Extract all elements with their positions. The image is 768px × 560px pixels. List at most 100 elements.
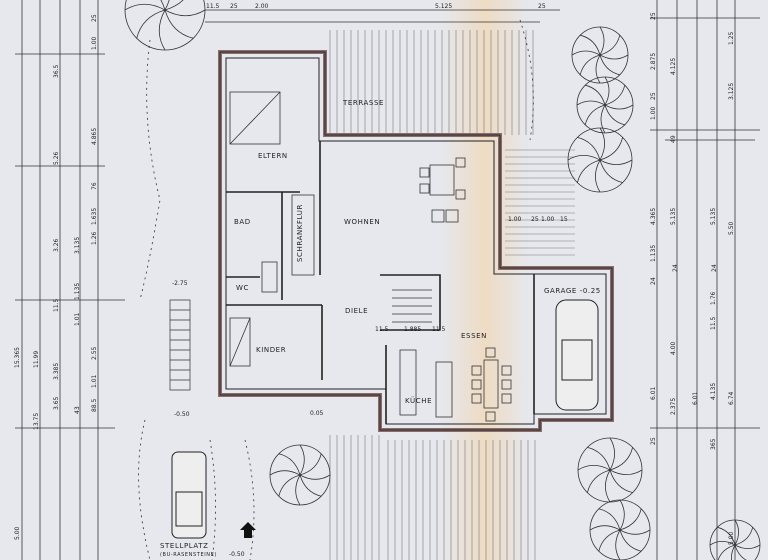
dimension-label: 1.135 <box>74 283 81 300</box>
label-stellplatz: STELLPLATZ <box>160 542 209 550</box>
dimension-label: 2.875 <box>650 53 657 70</box>
wardrobe <box>291 194 315 276</box>
dimension-label: 11.5 <box>375 326 389 333</box>
label-garage: GARAGE -0.25 <box>544 287 601 295</box>
dining-table <box>483 359 499 409</box>
hedge <box>139 39 161 301</box>
dimension-label: 4.135 <box>710 383 717 400</box>
dimension-label: 2.00 <box>255 3 269 10</box>
label-essen: ESSEN <box>461 332 487 340</box>
tree-icon <box>567 127 633 193</box>
furniture <box>229 91 512 422</box>
kitchen-counter <box>399 349 417 416</box>
dimension-lines <box>15 0 760 560</box>
bathtub <box>261 261 278 293</box>
label-schrankflur: SCHRANKFLUR <box>296 204 304 262</box>
vegetation <box>124 0 761 560</box>
dimension-label: 1.00 <box>541 216 555 223</box>
dimension-label: 1.135 <box>650 245 657 262</box>
dimension-label: 25 <box>650 92 657 100</box>
dimension-label: 4.865 <box>91 128 98 145</box>
level-entrance: -0.50 <box>229 551 245 558</box>
level-porch: 0.05 <box>310 410 324 417</box>
parking-car <box>171 451 207 539</box>
dimension-label: 5.135 <box>710 208 717 225</box>
dimension-label: 5.00 <box>728 531 735 545</box>
tree-icon <box>124 0 206 51</box>
bed-kinder <box>229 317 251 367</box>
tree-icon <box>571 26 629 84</box>
dimension-label: 1.00 <box>508 216 522 223</box>
label-bad: BAD <box>234 218 251 226</box>
tree-icon <box>576 76 634 134</box>
exterior-stairs <box>169 299 191 391</box>
dimension-label: 2.375 <box>670 398 677 415</box>
room-labels: ELTERN BAD SCHRANKFLUR WOHNEN WC DIELE K… <box>160 99 601 558</box>
label-wohnen: WOHNEN <box>344 218 380 226</box>
dimension-label: 6.74 <box>728 391 735 405</box>
dimension-label: 1.01 <box>74 312 81 326</box>
dimension-label: 11.5 <box>206 3 220 10</box>
dimension-label: 11.99 <box>33 351 40 368</box>
terrace-hatching <box>329 30 575 560</box>
label-terrasse: TERRASSE <box>342 99 384 107</box>
dimension-label: 3.65 <box>53 396 60 410</box>
label-diele: DIELE <box>345 307 368 315</box>
dimension-label: 3.26 <box>53 238 60 252</box>
hedge <box>209 439 216 560</box>
dimension-label: 1.76 <box>710 291 717 305</box>
label-eltern: ELTERN <box>258 152 288 160</box>
dimension-label: 2.55 <box>91 346 98 360</box>
dimension-label: 3.125 <box>728 83 735 100</box>
dimension-label: 6.01 <box>692 391 699 405</box>
label-kinder: KINDER <box>256 346 286 354</box>
dimension-label: 25 <box>91 14 98 22</box>
dimension-label: 3.135 <box>74 237 81 254</box>
dimension-label: 1.00 <box>91 36 98 50</box>
dimension-label: 5.00 <box>14 526 21 540</box>
dimension-label: 1.885 <box>404 326 421 333</box>
dimension-label: 11.5 <box>432 326 446 333</box>
dimension-label: 1.00 <box>650 106 657 120</box>
dimension-label: 3.385 <box>53 363 60 380</box>
dimension-label: 4.125 <box>670 58 677 75</box>
dimension-label: 88.5 <box>91 398 98 412</box>
dimension-label: 13.75 <box>33 413 40 430</box>
dimension-label: 25 <box>650 12 657 20</box>
level-stair-top: -2.75 <box>172 280 188 287</box>
dimension-label: 365 <box>710 438 717 450</box>
level-stair-bottom: -0.50 <box>174 411 190 418</box>
tree-icon <box>577 437 643 503</box>
dimension-label: 25 <box>650 437 657 445</box>
interior-walls <box>226 141 535 424</box>
label-wc: WC <box>236 284 249 292</box>
dimension-label: 24 <box>711 264 718 272</box>
dimension-label: 4.365 <box>650 208 657 225</box>
staircase <box>392 289 432 323</box>
dimension-label: 1.635 <box>91 208 98 225</box>
dimension-label: 15.365 <box>14 347 21 368</box>
dimension-label: 43 <box>74 406 81 414</box>
bed-eltern <box>229 91 281 145</box>
dimension-label: 5.135 <box>670 208 677 225</box>
dimension-label: 24 <box>650 277 657 285</box>
dimension-label: 11.5 <box>710 316 717 330</box>
entrance-arrow-icon <box>240 522 256 538</box>
tree-icon <box>589 499 651 560</box>
paper-tint <box>440 0 530 560</box>
label-stellplatz-sub: (BU-RASENSTEINE) <box>160 552 217 558</box>
dimension-label: 6.01 <box>650 386 657 400</box>
dimension-label: 24 <box>672 264 679 272</box>
hedge <box>138 419 151 560</box>
dimension-label: 25 <box>230 3 238 10</box>
dimension-label: 1.26 <box>91 231 98 245</box>
garage-car <box>555 299 599 411</box>
hedge <box>519 19 534 141</box>
level-labels: -2.75 -0.50 -0.50 0.05 <box>172 280 324 558</box>
dimension-label: 25 <box>538 3 546 10</box>
dimension-label: 11.5 <box>53 298 60 312</box>
dimension-label: 1.01 <box>91 374 98 388</box>
dimension-label: 1.25 <box>728 31 735 45</box>
dimension-label: 25 <box>531 216 539 223</box>
label-kueche: KÜCHE <box>405 396 432 405</box>
